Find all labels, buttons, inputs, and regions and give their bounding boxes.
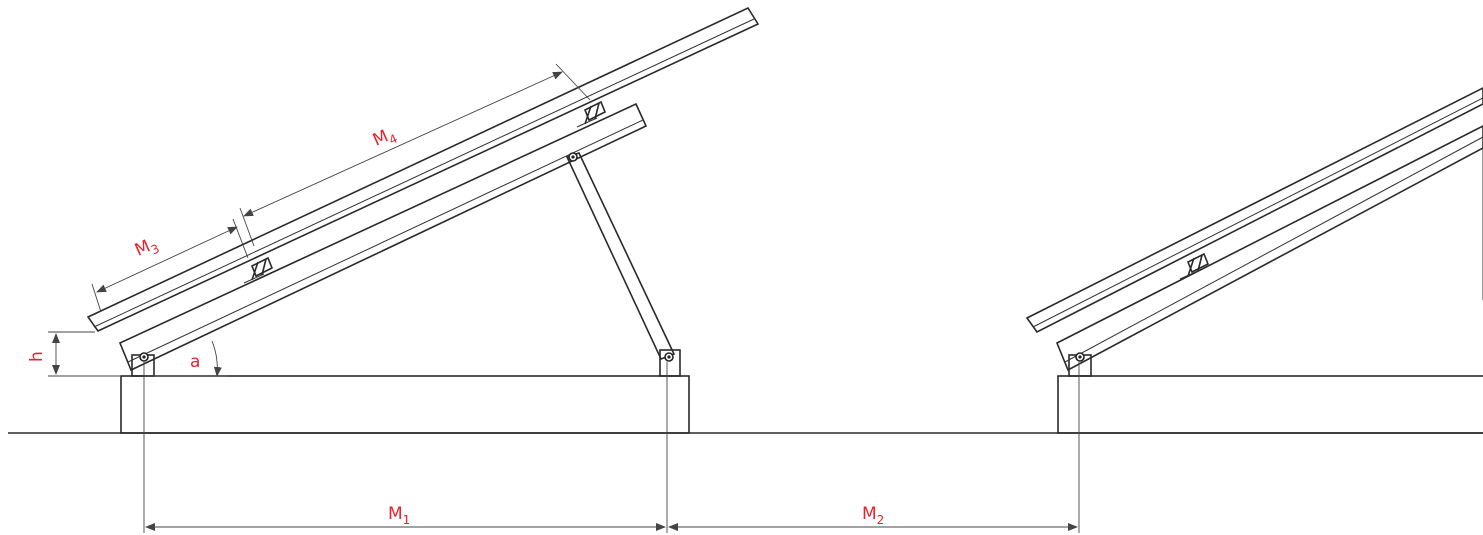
right-panel: [1025, 87, 1483, 334]
dim-m2: [668, 362, 1080, 533]
right-base: [1057, 375, 1483, 434]
label-h: h: [27, 351, 47, 362]
right-rail: [1055, 125, 1483, 372]
label-m3: M3: [132, 233, 162, 263]
dim-m4: [239, 63, 591, 247]
left-rear-strut: [565, 152, 676, 361]
label-m4: M4: [370, 123, 400, 153]
label-m1: M1: [388, 504, 410, 527]
right-assembly: [1025, 87, 1483, 434]
left-clamp-lower: [243, 256, 274, 284]
dim-m3: [91, 218, 249, 313]
angle-arc: [211, 340, 222, 377]
dim-h: [48, 331, 120, 377]
left-assembly: [86, 6, 760, 434]
left-rear-foot: [659, 349, 681, 377]
label-angle: a: [190, 352, 200, 372]
dim-m1: [143, 362, 668, 533]
left-clamp-upper: [576, 100, 607, 128]
right-clamp: [1179, 252, 1210, 280]
label-m2: M2: [862, 504, 884, 527]
left-base: [120, 375, 690, 434]
